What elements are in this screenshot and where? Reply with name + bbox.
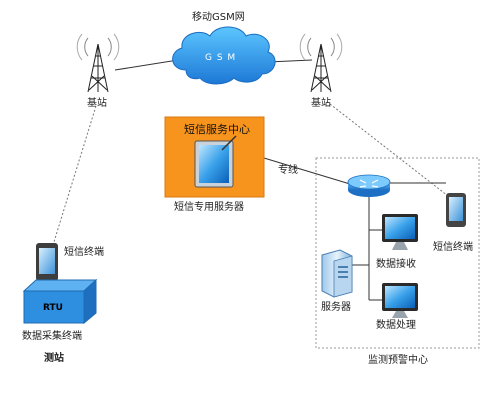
field-phone-label: 短信终端 <box>64 247 104 258</box>
dedicated-line-label: 专线 <box>278 165 298 176</box>
monitoring-site-label: 测站 <box>44 353 64 364</box>
monitoring-center-label: 监测预警中心 <box>368 355 428 366</box>
data-collection-terminal-label: 数据采集终端 <box>22 331 82 342</box>
monitoring-center-boundary <box>315 157 480 349</box>
data-process-label: 数据处理 <box>376 320 416 331</box>
sms-center-title: 短信服务中心 <box>184 123 250 136</box>
base-station-right-label: 基站 <box>311 98 331 109</box>
monitor-icon-process <box>382 283 418 318</box>
rtu-label: RTU <box>43 303 63 313</box>
router-icon <box>347 174 391 197</box>
server-icon <box>321 249 353 298</box>
gsm-network-title: 移动GSM网 <box>192 12 245 23</box>
cell-tower-icon-left <box>76 33 120 93</box>
base-station-left-label: 基站 <box>87 98 107 109</box>
center-phone-label: 短信终端 <box>433 242 473 253</box>
tower-cloud-link-left <box>114 59 179 71</box>
tablet-icon <box>194 135 237 188</box>
gsm-cloud-label: G S M <box>205 53 237 63</box>
mobile-phone-icon-field <box>36 243 58 281</box>
server-label: 服务器 <box>321 302 351 313</box>
dedicated-line <box>263 157 351 185</box>
rtu-box <box>22 278 98 325</box>
data-receive-label: 数据接收 <box>376 259 416 270</box>
wireless-link-field <box>52 105 97 246</box>
gsm-cloud-icon <box>172 26 276 85</box>
mobile-phone-icon-center <box>446 193 466 227</box>
cell-tower-icon-right <box>299 33 343 93</box>
wireless-link-center <box>329 103 449 197</box>
sms-server-label: 短信专用服务器 <box>174 202 244 213</box>
monitor-icon-receive <box>382 214 418 250</box>
